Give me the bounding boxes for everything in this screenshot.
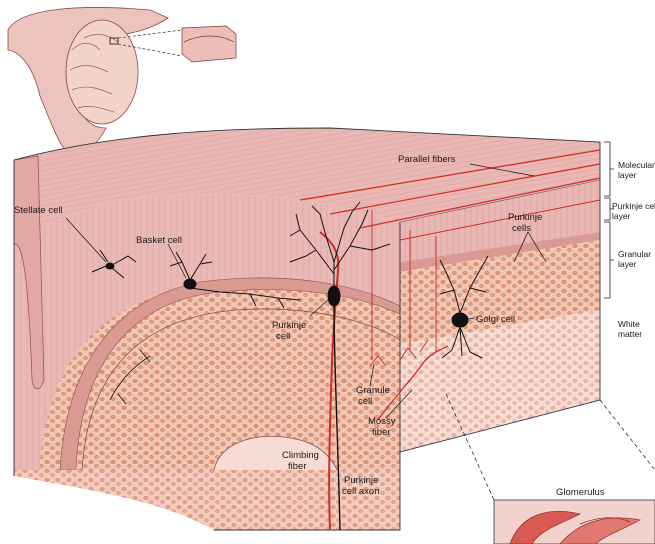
- label-climbing-fiber-2: fiber: [288, 461, 306, 472]
- label-golgi-cell: Golgi cell: [476, 314, 515, 325]
- label-parallel-fibers: Parallel fibers: [398, 154, 456, 165]
- label-mossy-fiber-1: Mossy: [368, 416, 396, 427]
- label-granule-cell-2: cell: [358, 396, 372, 407]
- label-purkinje-cell-1: Purkinje: [272, 320, 306, 331]
- brace-molecular: [604, 142, 614, 196]
- label-stellate-cell: Stellate cell: [14, 205, 63, 216]
- tissue-block-thumb: [182, 26, 236, 62]
- layer-molecular-1: Molecular: [618, 160, 655, 170]
- label-purkinje-axon-1: Purkinje: [344, 475, 378, 486]
- label-glomerulus: Glomerulus: [556, 487, 605, 498]
- label-basket-cell: Basket cell: [136, 235, 182, 246]
- label-purkinje-cell-2: cell: [276, 331, 290, 342]
- layer-white-2: matter: [618, 329, 642, 339]
- layer-purkinje-1: Purkinje cell: [612, 201, 655, 211]
- layer-granular-1: Granular: [618, 249, 651, 259]
- layer-granular-2: layer: [618, 259, 637, 269]
- layer-white-1: White: [618, 319, 640, 329]
- label-mossy-fiber-2: fiber: [372, 427, 390, 438]
- label-purkinje-cells-1: Purkinje: [508, 212, 542, 223]
- brace-granular: [604, 222, 614, 298]
- label-purkinje-cells-2: cells: [512, 223, 531, 234]
- layer-purkinje-2: layer: [612, 211, 631, 221]
- glomerulus-pointer: [600, 400, 655, 470]
- cerebellar-block: [14, 128, 600, 530]
- label-purkinje-axon-2: cell axon: [342, 486, 380, 497]
- label-granule-cell-1: Granule: [356, 385, 390, 396]
- layer-molecular-2: layer: [618, 170, 637, 180]
- label-climbing-fiber-1: Climbing: [282, 450, 319, 461]
